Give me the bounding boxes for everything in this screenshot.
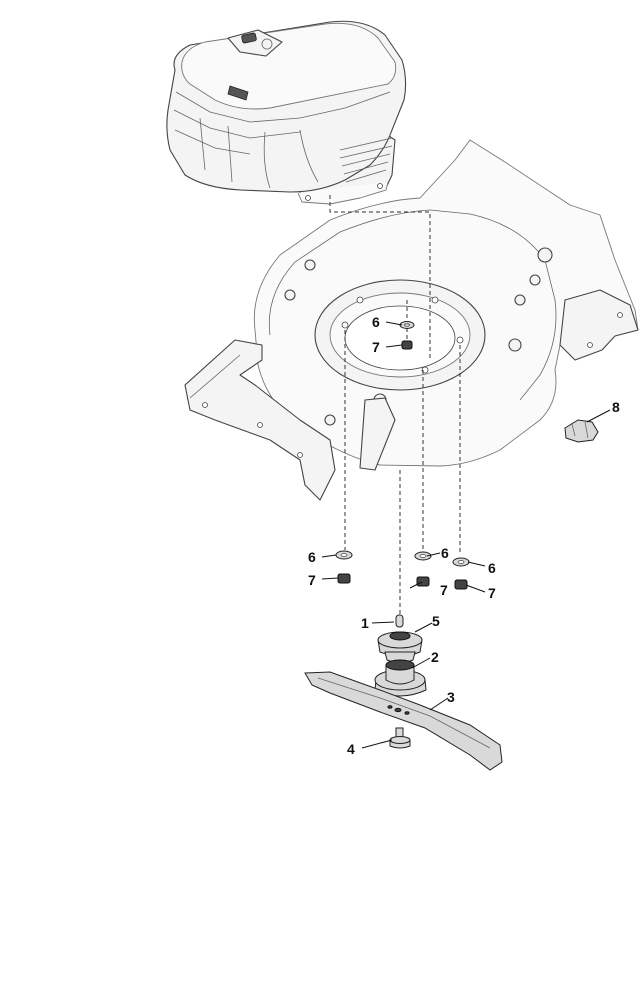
- callouts: 6 7 6 7 6 7 6 7 8 1 5 2 3 4: [308, 314, 620, 757]
- callout-3: 3: [447, 689, 455, 705]
- callout-7: 7: [308, 572, 316, 588]
- deck-fasteners: [399, 321, 415, 350]
- callout-8: 8: [612, 399, 620, 415]
- callout-7: 7: [488, 585, 496, 601]
- callout-6: 6: [488, 560, 496, 576]
- callout-1: 1: [361, 615, 369, 631]
- key-part: [395, 614, 404, 628]
- mower-deck: [184, 139, 639, 501]
- blade-bolt-part: [389, 727, 411, 749]
- assembly-lines: [329, 195, 461, 615]
- engine: [166, 20, 407, 205]
- clip-part: [564, 419, 599, 443]
- leader-lines: [321, 321, 611, 749]
- callout-7: 7: [372, 339, 380, 355]
- blade-adapter-part: [374, 659, 427, 697]
- callout-4: 4: [347, 741, 355, 757]
- lower-fasteners: [335, 550, 470, 590]
- callout-6: 6: [308, 549, 316, 565]
- pulley-hub-part: [377, 631, 423, 663]
- callout-6: 6: [441, 545, 449, 561]
- callout-6: 6: [372, 314, 380, 330]
- callout-5: 5: [432, 613, 440, 629]
- blade-part: [304, 671, 503, 771]
- callout-2: 2: [431, 649, 439, 665]
- callout-7: 7: [440, 582, 448, 598]
